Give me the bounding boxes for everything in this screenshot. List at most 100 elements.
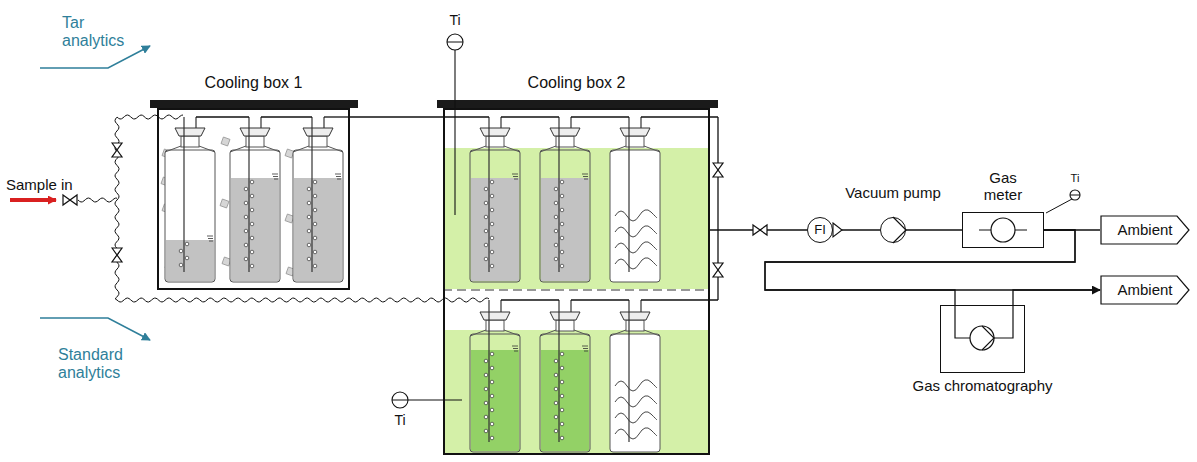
level-mark xyxy=(335,174,341,175)
gas-bubble xyxy=(307,215,311,219)
bottle-body xyxy=(540,150,590,282)
level-mark xyxy=(273,176,278,177)
impinger-bottle xyxy=(470,117,520,282)
gas-bubble xyxy=(560,194,564,198)
cooling-bath xyxy=(445,148,708,289)
pipe xyxy=(571,299,629,300)
node-text: Ambient xyxy=(1117,281,1172,298)
bottle-body xyxy=(610,150,660,282)
temperature-sensor xyxy=(447,34,463,50)
analytics-label: Standard analytics xyxy=(58,346,158,383)
gas-bubble xyxy=(554,229,558,233)
impinger-bottle xyxy=(540,300,590,452)
gas-bubble xyxy=(313,236,317,240)
gas-bubble xyxy=(179,263,183,267)
node-label: Ambient xyxy=(1100,215,1190,245)
gas-bubble xyxy=(554,215,558,219)
sensor-mark xyxy=(447,42,463,43)
level-mark xyxy=(337,179,341,180)
gas-bubble xyxy=(185,256,189,260)
gas-bubble xyxy=(490,250,494,254)
inlet-tube xyxy=(558,117,559,272)
gas-bubble xyxy=(560,422,564,426)
sensor-leader xyxy=(408,399,462,400)
outlet-tube xyxy=(195,117,196,128)
gas-bubble xyxy=(560,352,564,356)
valve-symbol xyxy=(753,225,767,235)
outlet-tube xyxy=(640,300,641,312)
sensor-mark xyxy=(392,400,408,401)
bottle-cap xyxy=(303,128,333,136)
liquid xyxy=(294,178,342,281)
packing xyxy=(615,242,657,253)
node-text: Cooling box 1 xyxy=(205,74,303,92)
bottle-cap xyxy=(480,312,510,320)
gas-bubble xyxy=(490,380,494,384)
gas-bubble xyxy=(554,257,558,261)
pipe-connector xyxy=(765,230,1075,305)
vacuum-pump: Vacuum pump xyxy=(880,217,906,243)
valve-symbol xyxy=(713,163,723,177)
inlet-tube xyxy=(248,117,249,272)
outlet-tube xyxy=(570,117,571,128)
sensor-leader xyxy=(454,50,455,215)
liquid xyxy=(541,178,589,281)
gas-bubble xyxy=(490,264,494,268)
gas-bubble xyxy=(307,229,311,233)
inlet-tube xyxy=(488,117,489,272)
gas-bubble xyxy=(484,187,488,191)
sensor-leader xyxy=(1046,199,1072,213)
packing xyxy=(615,210,657,221)
impinger-bottle xyxy=(470,300,520,452)
sensor-tag: Ti xyxy=(449,12,460,28)
node-text: Ambient xyxy=(1117,221,1172,238)
pipe xyxy=(324,116,350,117)
gas-bubble xyxy=(554,387,558,391)
meter-drum xyxy=(991,218,1015,242)
gas-bubble xyxy=(490,208,494,212)
box-lid xyxy=(150,100,358,108)
impinger-bottle xyxy=(293,117,343,282)
pipe xyxy=(641,299,718,300)
packing xyxy=(615,428,657,439)
bottle-cap xyxy=(550,128,580,136)
gas-bubble xyxy=(484,243,488,247)
packing xyxy=(615,380,657,391)
outlet-tube xyxy=(570,300,571,312)
gas-bubble xyxy=(484,373,488,377)
sensor-mark xyxy=(1070,195,1080,196)
bottle-body xyxy=(610,334,660,452)
node-text: Gas chromatography xyxy=(912,377,1052,394)
gas-bubble xyxy=(307,201,311,205)
bottle-body xyxy=(230,150,280,282)
gas-bubble xyxy=(484,257,488,261)
bottle-cap xyxy=(240,128,270,136)
temperature-sensor xyxy=(392,392,408,408)
outlet-tube xyxy=(260,117,261,128)
level-mark xyxy=(209,241,213,242)
gc-pump xyxy=(970,326,994,350)
level-mark xyxy=(274,179,278,180)
gas-bubble xyxy=(560,436,564,440)
valve-symbol xyxy=(63,195,77,205)
pipe xyxy=(196,116,249,117)
level-mark xyxy=(583,348,588,349)
liquid xyxy=(231,178,279,281)
gas-bubble xyxy=(244,215,248,219)
level-mark xyxy=(583,176,588,177)
gas-bubble xyxy=(484,387,488,391)
gas-bubble xyxy=(560,222,564,226)
gas-bubble xyxy=(560,264,564,268)
flow-indicator: FI xyxy=(807,217,833,243)
pipe-connector xyxy=(1013,290,1100,305)
pipe-connector xyxy=(350,116,443,117)
inlet-tube xyxy=(311,117,312,272)
inlet-tube xyxy=(558,300,559,442)
gas-bubble xyxy=(560,380,564,384)
gas-bubble xyxy=(554,187,558,191)
bottle-cap xyxy=(620,312,650,320)
packing xyxy=(615,412,657,423)
pipe xyxy=(261,116,312,117)
packing xyxy=(615,258,657,269)
sensor-tag: Ti xyxy=(1071,172,1080,185)
